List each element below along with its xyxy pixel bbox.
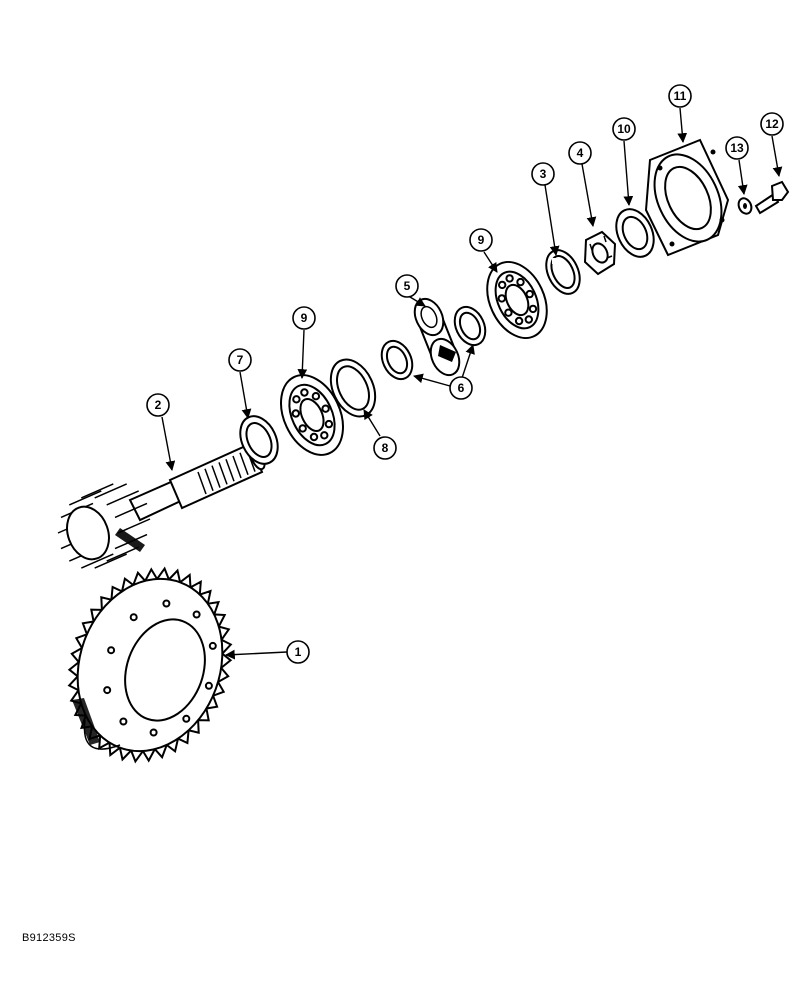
callout-1: 1 xyxy=(286,640,310,664)
callout-13: 13 xyxy=(725,136,749,160)
cap-bolt xyxy=(754,180,790,215)
callout-5-label: 5 xyxy=(404,279,411,293)
callout-13-label: 13 xyxy=(730,141,744,155)
callout-7: 7 xyxy=(228,348,252,372)
ring-gear xyxy=(67,566,233,764)
callout-2-label: 2 xyxy=(155,398,162,412)
callout-4: 4 xyxy=(568,141,592,165)
callout-12: 12 xyxy=(760,112,784,136)
callout-1-label: 1 xyxy=(295,645,302,659)
callout-6: 6 xyxy=(449,376,473,400)
callout-10: 10 xyxy=(612,117,636,141)
snap-ring xyxy=(545,249,581,295)
shim-washer-b xyxy=(453,305,487,347)
callout-8: 8 xyxy=(373,436,397,460)
callout-9-lower: 9 xyxy=(292,306,316,330)
callout-7-label: 7 xyxy=(237,353,244,367)
callout-5: 5 xyxy=(395,274,419,298)
sleeve-collar xyxy=(413,297,461,377)
callout-12-label: 12 xyxy=(765,117,779,131)
shim-washer-a xyxy=(380,339,414,381)
ball-bearing-lower xyxy=(280,374,344,456)
callout-10-label: 10 xyxy=(617,122,631,136)
callout-3-label: 3 xyxy=(540,167,547,181)
seal-ring xyxy=(239,415,279,465)
callout-4-label: 4 xyxy=(577,146,584,160)
callout-8-label: 8 xyxy=(382,441,389,455)
callout-6-label: 6 xyxy=(458,381,465,395)
callout-9-upper-label: 9 xyxy=(478,233,485,247)
slotted-nut xyxy=(583,230,617,276)
callout-9-lower-label: 9 xyxy=(301,311,308,325)
callout-3: 3 xyxy=(531,162,555,186)
oil-seal xyxy=(615,208,655,258)
leader-lines xyxy=(161,107,783,660)
callout-11: 11 xyxy=(668,84,692,108)
callout-11-label: 11 xyxy=(674,89,687,103)
ball-bearing-upper xyxy=(486,260,548,340)
lock-washer xyxy=(737,197,753,215)
retainer-housing xyxy=(644,138,730,257)
callout-2: 2 xyxy=(146,393,170,417)
pinion-shaft xyxy=(57,441,266,569)
figure-id: B912359S xyxy=(22,932,76,944)
callout-9-upper: 9 xyxy=(469,228,493,252)
